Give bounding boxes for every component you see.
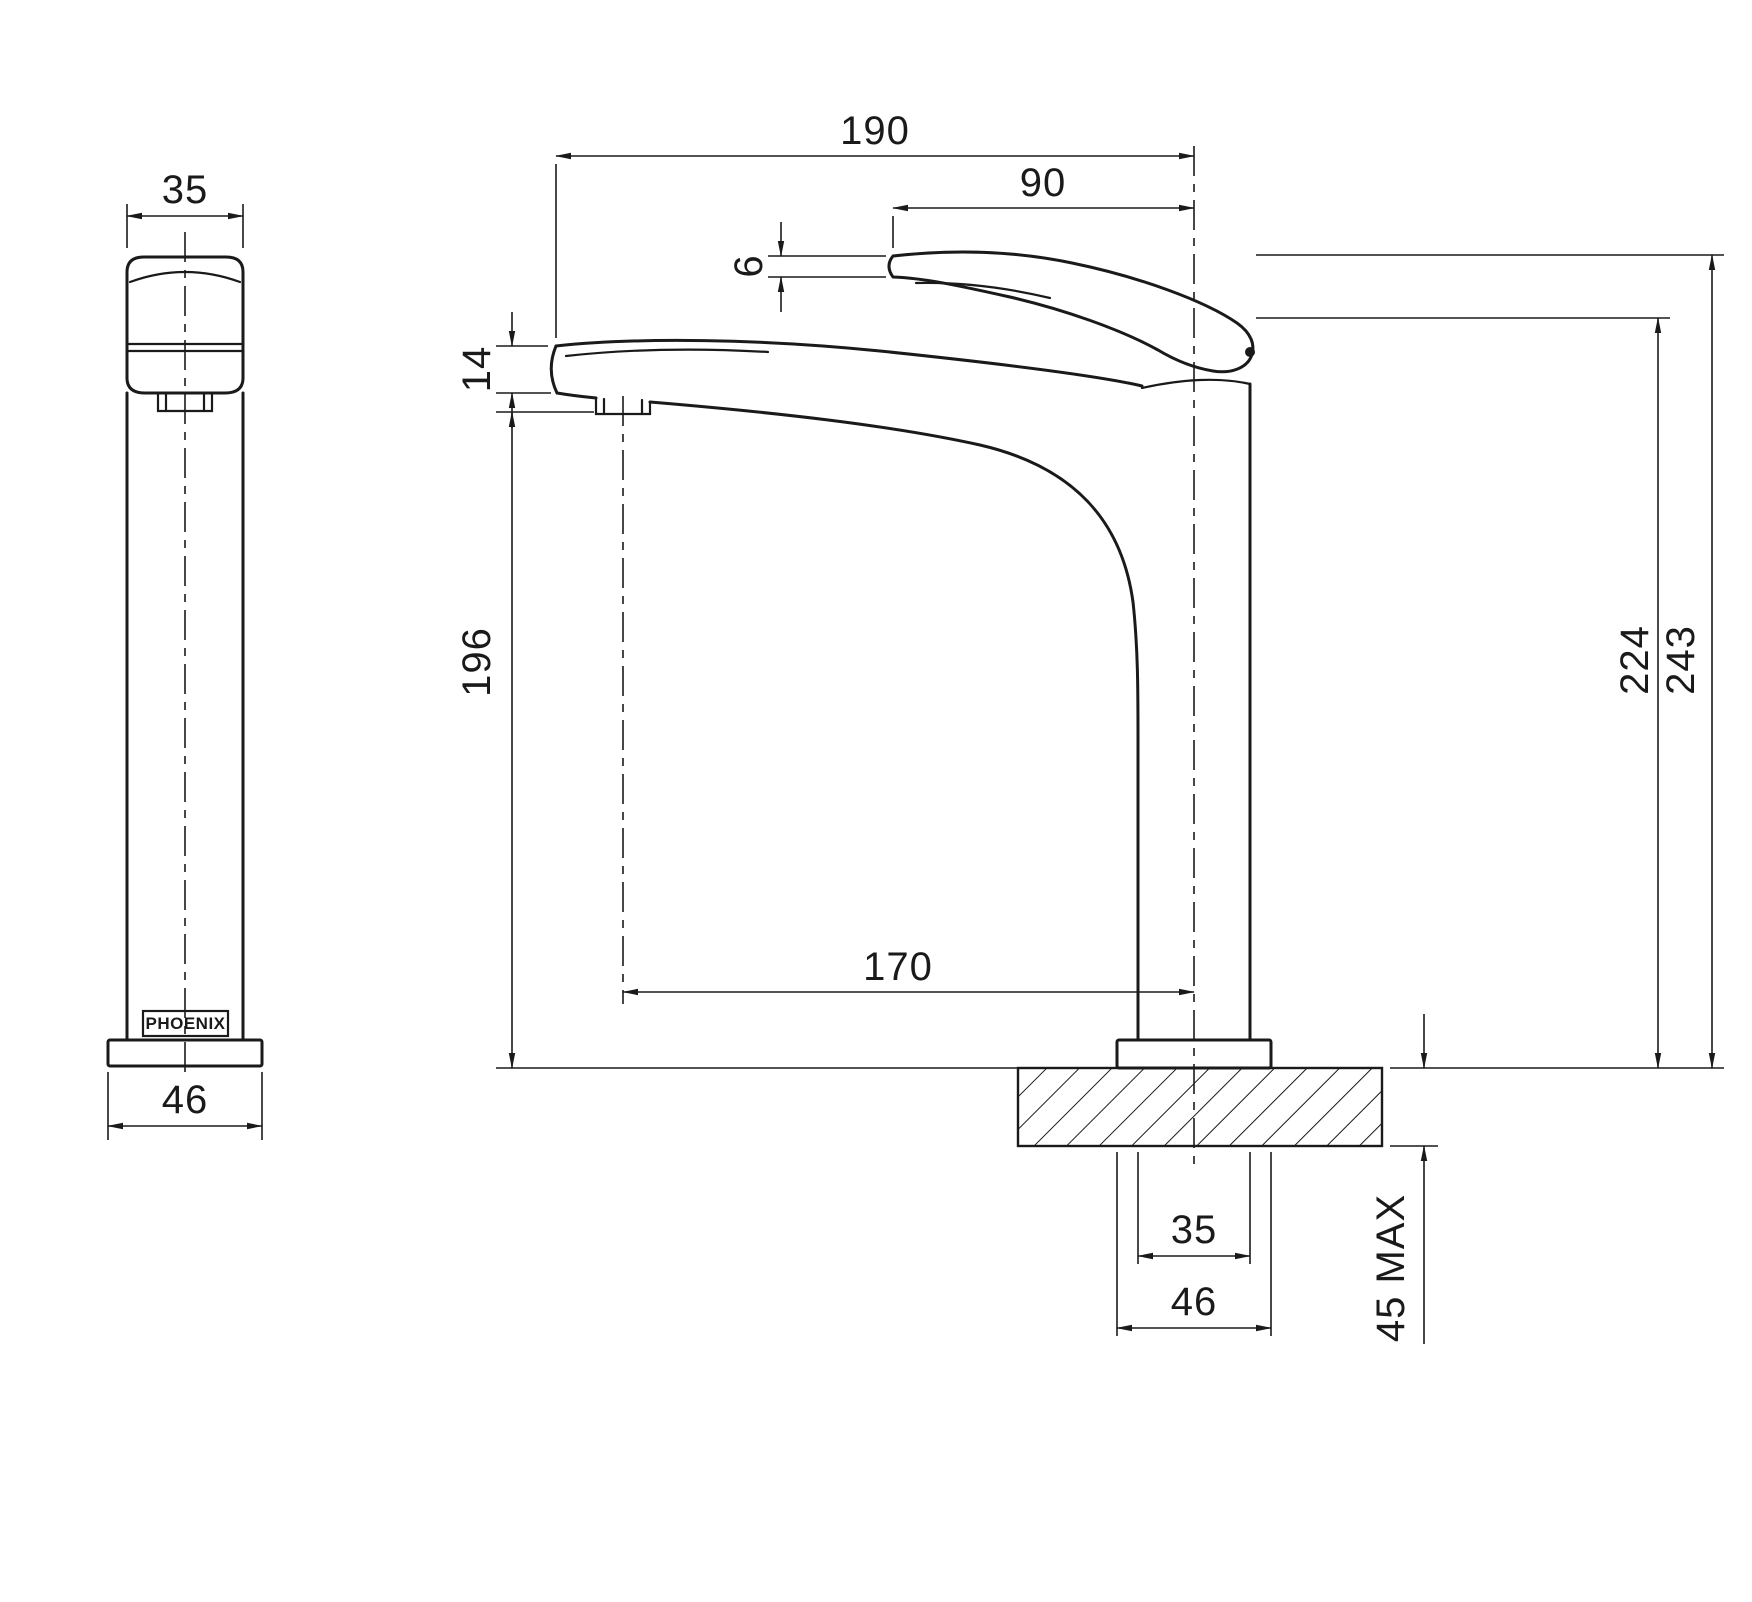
front-aerator [156,391,214,413]
side-base-plate [1115,1038,1273,1070]
spout-inner-line [564,348,770,358]
dim-label-front-top-width: 35 [162,168,209,212]
front-base-plate [106,1038,264,1068]
dim-handle-reach: 90 [892,161,1195,248]
dim-label-outlet-reach: 170 [863,945,933,989]
mixer-handle [887,250,1255,374]
handle-inner-line [914,281,1052,300]
dim-label-overall-height: 243 [1659,625,1703,695]
spout-tip-edge [549,344,559,395]
dim-label-upper-height: 224 [1613,625,1657,695]
spout-underside-front [555,391,598,400]
dim-front-base-width: 46 [107,1072,263,1140]
dim-overall-height: 243 [1256,254,1724,1069]
dim-overall-reach: 190 [555,109,1195,338]
side-aerator [594,396,652,416]
front-view: PHOENIX 35 46 [106,168,264,1140]
dim-spout-tip-thickness: 14 [455,312,551,428]
dim-label-spout-tip-thickness: 14 [455,346,499,393]
brand-label: PHOENIX [145,1014,225,1033]
handle-pivot-dot [1245,347,1255,357]
dim-front-top-width: 35 [126,168,244,248]
body-top-seam [1140,378,1252,390]
dim-shank-width: 35 [1137,1152,1251,1264]
bench-section [1016,1066,1384,1148]
front-body-column [125,391,245,1042]
dim-label-bench-thickness-max: 45 MAX [1369,1194,1413,1342]
dim-side-base-width: 46 [1116,1152,1272,1336]
dim-outlet-reach: 170 [622,945,1195,996]
front-spout-head [125,255,245,395]
dim-upper-height: 224 [1256,317,1670,1069]
handle-outline [887,250,1255,374]
side-body-outline [549,338,1252,1042]
dim-label-shank-width: 35 [1171,1208,1218,1252]
dim-label-front-base-width: 46 [162,1078,209,1122]
spout-top-edge [554,338,1144,388]
dim-label-outlet-height: 196 [455,627,499,697]
dim-bench-thickness-max: 45 MAX [1369,1014,1438,1344]
dim-label-handle-tip-thickness: 6 [727,254,771,277]
dim-handle-tip-thickness: 6 [727,222,886,312]
dim-label-handle-reach: 90 [1020,161,1067,205]
side-view: 190 90 6 14 196 1 [455,109,1724,1344]
dim-outlet-height: 196 [455,411,1018,1069]
dim-label-side-base-width: 46 [1171,1280,1218,1324]
brand-logo: PHOENIX [141,1009,230,1038]
body-front-edge [648,400,1140,1042]
dim-label-overall-reach: 190 [840,109,910,153]
